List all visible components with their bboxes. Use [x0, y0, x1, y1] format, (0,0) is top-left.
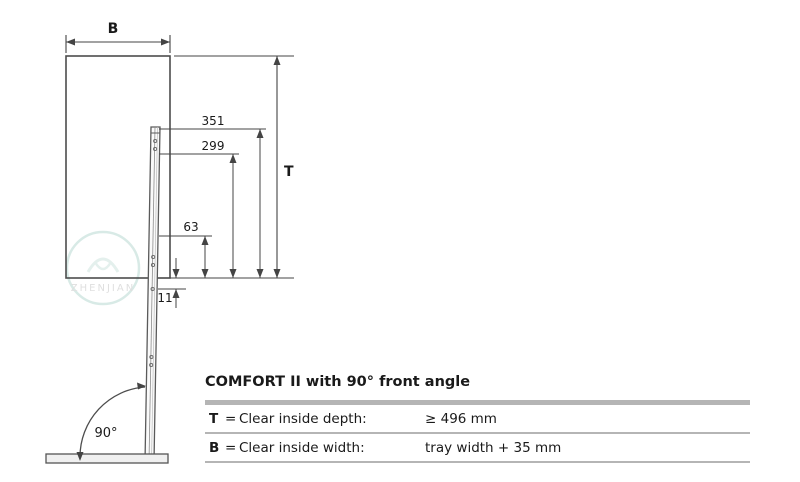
- spec-eq-t: =: [225, 410, 237, 427]
- dim-63-label: 63: [183, 220, 198, 234]
- spec-row-depth: T = Clear inside depth: ≥ 496 mm: [205, 405, 750, 432]
- cabinet-outline: [65, 55, 171, 279]
- watermark-text: ZHENJIAN: [71, 283, 135, 294]
- spec-eq-b: =: [225, 439, 237, 456]
- spec-label-depth: Clear inside depth:: [239, 410, 367, 427]
- watermark-logo: ZHENJIAN: [65, 230, 141, 306]
- pull-out-rail: [144, 126, 161, 463]
- spec-divider-middle: [205, 432, 750, 434]
- dim-299-label: 299: [202, 139, 225, 153]
- dim-b: B: [65, 21, 171, 53]
- spec-symbol-b: B: [209, 439, 220, 456]
- dim-351-label: 351: [202, 114, 225, 128]
- dim-t: T: [273, 56, 294, 278]
- dim-63: 63: [159, 220, 212, 278]
- spec-divider-bottom: [205, 461, 750, 463]
- spec-row-width: B = Clear inside width: tray width + 35 …: [205, 434, 750, 461]
- rail-mounting-holes: [149, 138, 158, 368]
- spec-value-width: tray width + 35 mm: [425, 439, 562, 456]
- spec-label-width: Clear inside width:: [239, 439, 365, 456]
- dim-351: 351: [159, 114, 266, 278]
- dim-11-label: 11: [157, 291, 172, 305]
- angle-label: 90°: [94, 426, 117, 441]
- dim-299: 299: [159, 139, 239, 278]
- spec-block: COMFORT II with 90° front angle T = Clea…: [205, 374, 750, 463]
- dim-b-label: B: [108, 21, 119, 37]
- spec-symbol-t: T: [209, 410, 219, 427]
- spec-title: COMFORT II with 90° front angle: [205, 374, 471, 390]
- angle-annotation: 90°: [76, 382, 146, 461]
- spec-value-depth: ≥ 496 mm: [425, 410, 497, 427]
- dim-11: 11: [157, 258, 186, 308]
- dim-t-label: T: [284, 164, 294, 180]
- reference-lines: [160, 55, 294, 279]
- base-plate: [45, 453, 169, 464]
- spec-divider-top: [205, 400, 750, 405]
